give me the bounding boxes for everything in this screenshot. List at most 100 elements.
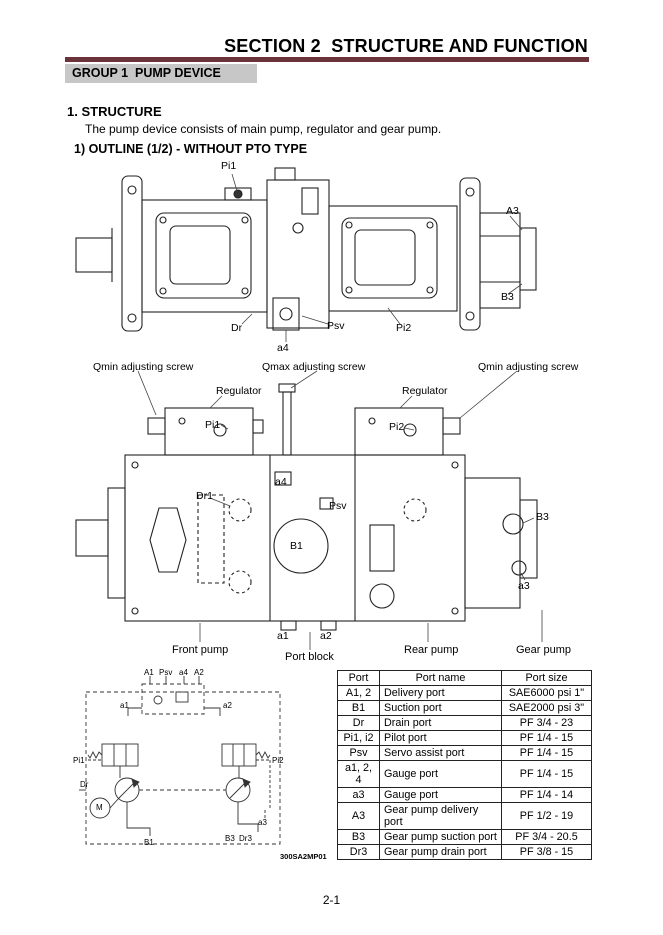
port-name-cell: Gear pump suction port [379,829,502,845]
port-name-cell: Gear pump delivery port [379,802,502,830]
schematic-label-a1-top: A1 [144,668,154,677]
port-table-row: B1 Suction port SAE2000 psi 3" [337,700,592,716]
port-name-cell: Gear pump drain port [379,844,502,860]
port-cell: Psv [337,745,380,761]
port-table-row: A3 Gear pump delivery port PF 1/2 - 19 [337,802,592,830]
port-table-row: B3 Gear pump suction port PF 3/4 - 20.5 [337,829,592,845]
port-size-cell: PF 1/4 - 15 [501,730,592,746]
label-rear-pump: Rear pump [404,644,459,656]
label-qmin-adjusting-screw-left: Qmin adjusting screw [93,361,194,373]
structure-body-text: The pump device consists of main pump, r… [85,122,442,136]
label-regulator-left: Regulator [216,385,262,397]
pump-front-view-drawing [75,370,543,650]
port-table: Port Port name Port size A1, 2 Delivery … [337,670,592,860]
label-port-block: Port block [285,651,334,663]
drawing-code: 300SA2MP01 [280,852,327,861]
label-a2: a2 [320,630,332,642]
page-number: 2-1 [322,893,341,907]
port-name-cell: Delivery port [379,685,502,701]
port-cell: A1, 2 [337,685,380,701]
schematic-label-a1: a1 [120,701,129,710]
port-cell: a3 [337,787,380,803]
port-size-cell: PF 1/4 - 15 [501,760,592,788]
port-name-cell: Suction port [379,700,502,716]
label-a3: a3 [518,580,530,592]
label-a4: a4 [275,476,287,488]
label-qmax-adjusting-screw: Qmax adjusting screw [262,361,366,373]
schematic-label-a2-top: A2 [194,668,204,677]
port-table-header-row: Port Port name Port size [337,670,592,686]
port-name-cell: Gauge port [379,787,502,803]
group-title: GROUP 1 PUMP DEVICE [65,64,257,83]
label-dr1: Dr1 [196,490,213,502]
label-gear-pump: Gear pump [516,644,572,656]
label-regulator-right: Regulator [402,385,448,397]
port-name-cell: Gauge port [379,760,502,788]
port-label-b3: B3 [501,291,514,303]
port-size-cell: PF 1/4 - 14 [501,787,592,803]
port-cell: Dr3 [337,844,380,860]
port-label-a4: a4 [277,342,289,354]
schematic-label-pi2: Pi2 [272,756,284,765]
port-size-cell: PF 3/4 - 23 [501,715,592,731]
circuit-lines [79,676,281,845]
schematic-label-dr3: Dr3 [239,834,252,843]
schematic-label-a3: a3 [258,818,267,827]
hydraulic-circuit-schematic: A1 Psv a4 A2 a1 a2 Pi1 Pi2 Dr M B1 B3 Dr… [72,668,337,873]
outline-heading: 1) OUTLINE (1/2) - WITHOUT PTO TYPE [74,142,308,156]
schematic-label-m: M [96,803,103,812]
schematic-label-b1: B1 [144,838,154,847]
port-table-row: a1, 2, 4 Gauge port PF 1/4 - 15 [337,760,592,788]
label-b3: B3 [536,511,549,523]
port-size-cell: PF 3/8 - 15 [501,844,592,860]
front-view-body [75,383,538,631]
port-name-cell: Drain port [379,715,502,731]
port-size-cell: SAE6000 psi 1" [501,685,592,701]
port-label-pi1: Pi1 [221,160,237,172]
port-label-psv: Psv [327,320,345,332]
schematic-label-psv-top: Psv [159,668,173,677]
pump-front-view-diagram: Qmin adjusting screw Qmax adjusting scre… [70,358,590,663]
schematic-label-pi1: Pi1 [73,756,85,765]
header-port-name: Port name [379,670,502,686]
port-size-cell: PF 3/4 - 20.5 [501,829,592,845]
port-table-row: Psv Servo assist port PF 1/4 - 15 [337,745,592,761]
front-view-leader-lines [137,370,543,650]
port-size-cell: PF 1/4 - 15 [501,745,592,761]
top-view-body [75,167,537,332]
port-cell: B1 [337,700,380,716]
schematic-label-dr: Dr [80,780,89,789]
port-label-pi2: Pi2 [396,322,412,334]
port-table-row: Pi1, i2 Pilot port PF 1/4 - 15 [337,730,592,746]
port-size-cell: SAE2000 psi 3" [501,700,592,716]
header-port: Port [337,670,380,686]
port-name-cell: Pilot port [379,730,502,746]
section-title: SECTION 2 STRUCTURE AND FUNCTION [224,36,588,56]
pump-top-view-drawing [75,167,537,342]
top-view-leader-lines [231,173,523,342]
section-divider-bar [65,57,589,62]
label-pi2: Pi2 [389,421,405,433]
schematic-label-a4-top: a4 [179,668,188,677]
circuit-drawing [79,676,281,845]
header-port-size: Port size [501,670,592,686]
label-psv: Psv [329,500,347,512]
port-table-row: a3 Gauge port PF 1/4 - 14 [337,787,592,803]
port-table-row: A1, 2 Delivery port SAE6000 psi 1" [337,685,592,701]
port-cell: Pi1, i2 [337,730,380,746]
port-label-dr: Dr [231,322,243,334]
schematic-label-a2: a2 [223,701,232,710]
label-b1: B1 [290,540,303,552]
port-cell: a1, 2, 4 [337,760,380,788]
schematic-label-b3: B3 [225,834,235,843]
label-front-pump: Front pump [172,644,229,656]
label-qmin-adjusting-screw-right: Qmin adjusting screw [478,361,579,373]
port-table-row: Dr3 Gear pump drain port PF 3/8 - 15 [337,844,592,860]
port-size-cell: PF 1/2 - 19 [501,802,592,830]
label-a1: a1 [277,630,289,642]
port-cell: Dr [337,715,380,731]
pump-top-view-diagram: Pi1 A3 B3 Dr a4 Psv Pi2 [70,158,550,358]
port-table-row: Dr Drain port PF 3/4 - 23 [337,715,592,731]
label-pi1: Pi1 [205,419,221,431]
port-name-cell: Servo assist port [379,745,502,761]
